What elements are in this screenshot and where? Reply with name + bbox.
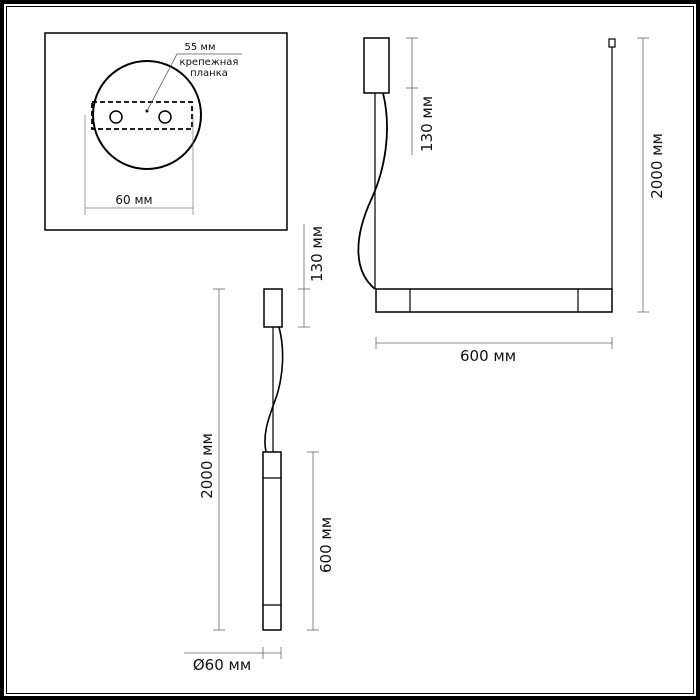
- length-label: 600 мм: [460, 347, 516, 365]
- side-lamp-body: [262, 451, 282, 631]
- bracket-label-line1: крепежная: [180, 57, 239, 68]
- side-length-label: 600 мм: [317, 517, 335, 573]
- side-canopy-height-label: 130 мм: [308, 226, 326, 282]
- leader-line: [146, 53, 178, 112]
- screw-hole-left: [109, 110, 123, 124]
- bracket-dimension-label: 55 мм: [185, 42, 216, 53]
- lamp-body: [375, 288, 613, 313]
- mount-plate-panel: [44, 32, 288, 231]
- bracket-label-line2: планка: [190, 68, 228, 79]
- front-view: 130 мм 2000 мм 600 мм: [357, 37, 666, 365]
- canopy-height-label: 130 мм: [418, 96, 436, 152]
- canopy-diameter-label: 60 мм: [115, 193, 152, 207]
- total-height-label: 2000 мм: [648, 133, 666, 199]
- side-power-cord: [264, 326, 284, 453]
- screw-hole-right: [158, 110, 172, 124]
- side-canopy-box: [263, 288, 283, 328]
- mounting-bracket-outline: [91, 101, 193, 130]
- diameter-label: Ø60 мм: [193, 656, 251, 674]
- power-cord: [357, 92, 388, 290]
- side-view: 130 мм 2000 мм 600 мм Ø60 мм: [184, 224, 335, 674]
- canopy-circle: [92, 60, 202, 170]
- mount-plate-view: 55 мм крепежная планка 60 мм: [44, 32, 288, 231]
- drawing-frame-inner: [6, 6, 694, 694]
- side-total-height-label: 2000 мм: [198, 433, 216, 499]
- canopy-box: [363, 37, 390, 94]
- cable-anchor: [608, 38, 616, 48]
